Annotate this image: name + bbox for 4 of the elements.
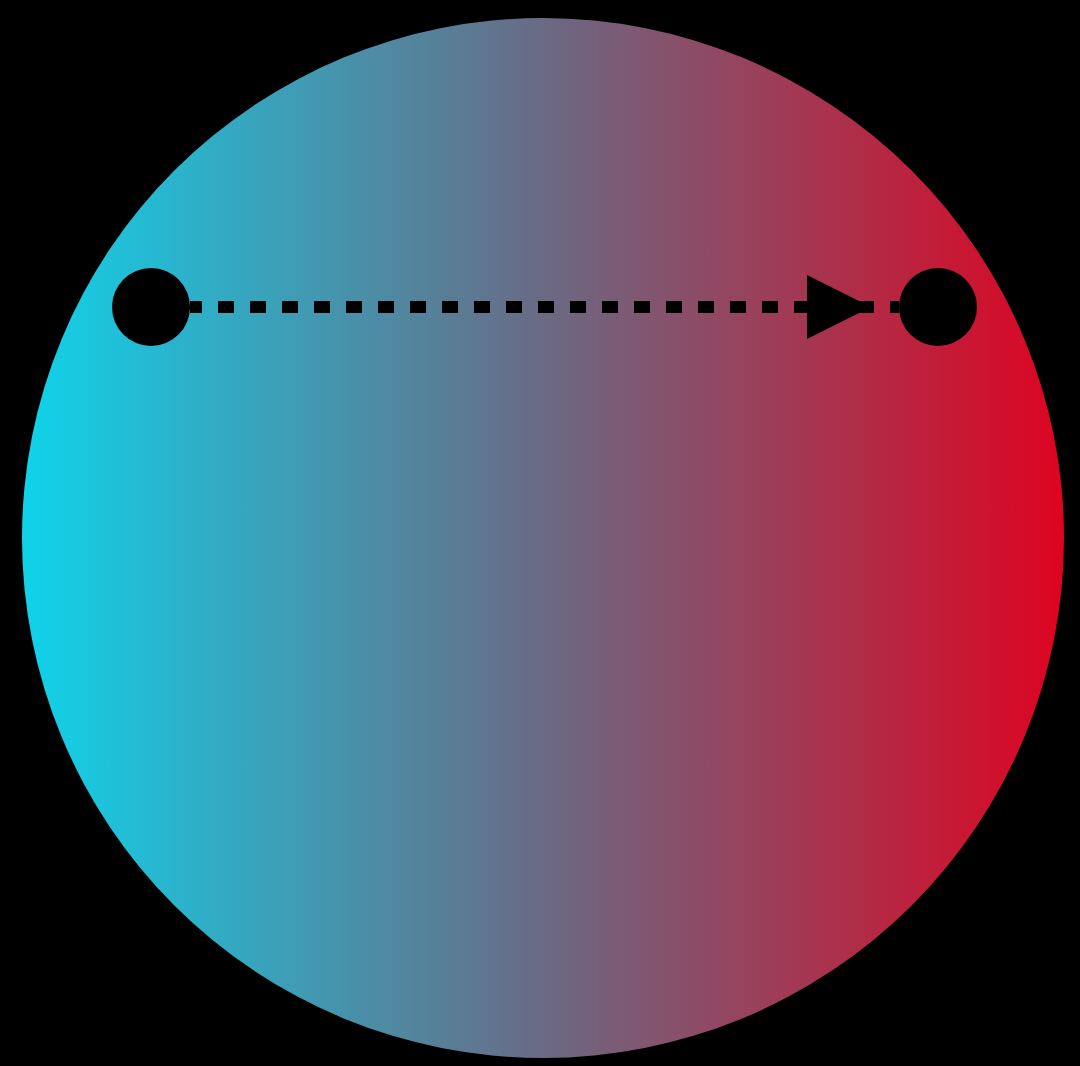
gradient-circle (22, 18, 1064, 1058)
dashed-arrow (190, 275, 899, 339)
dot (112, 268, 190, 346)
dot (899, 268, 977, 346)
